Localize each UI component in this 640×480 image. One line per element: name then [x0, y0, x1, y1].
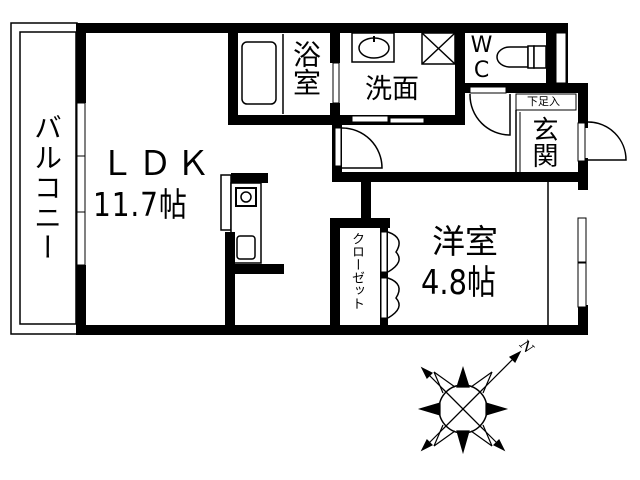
ldk-size: 11.7帖 — [93, 185, 188, 224]
entrance-door — [577, 122, 586, 162]
washing-machine-icon — [421, 32, 456, 65]
western-room-window — [577, 217, 587, 263]
bathtub-icon — [241, 41, 277, 105]
kitchen-sink-icon — [236, 235, 256, 260]
washroom-label: 洗面 — [365, 74, 419, 105]
compass-icon — [417, 350, 522, 455]
ldk-balcony-window — [76, 102, 86, 266]
western-room-size: 4.8帖 — [421, 263, 496, 303]
entrance-label: 玄関 — [528, 116, 558, 168]
wc-walls — [465, 23, 588, 93]
western-room-walls — [330, 180, 390, 328]
ldk-door — [334, 127, 342, 167]
kitchen-counter — [220, 173, 284, 332]
bath-door — [332, 62, 340, 104]
sink-icon — [351, 32, 395, 63]
closet-doors — [380, 231, 400, 319]
ldk-label: ＬＤＫ — [100, 144, 214, 184]
stove-icon — [235, 187, 257, 207]
balcony-label: バルコニー — [30, 113, 63, 263]
toilet-label: WC — [469, 33, 494, 83]
closet-label: クローゼット — [349, 232, 364, 310]
western-room-label: 洋室 — [432, 222, 498, 261]
toilet-icon — [496, 45, 547, 69]
bath-walls — [228, 23, 340, 125]
washroom-door — [351, 115, 389, 123]
shoe-cabinet-label: 下足入 — [527, 95, 560, 108]
wc-door — [469, 86, 507, 94]
shoe-cabinet — [515, 93, 577, 111]
bath-label: 浴室 — [289, 40, 322, 96]
